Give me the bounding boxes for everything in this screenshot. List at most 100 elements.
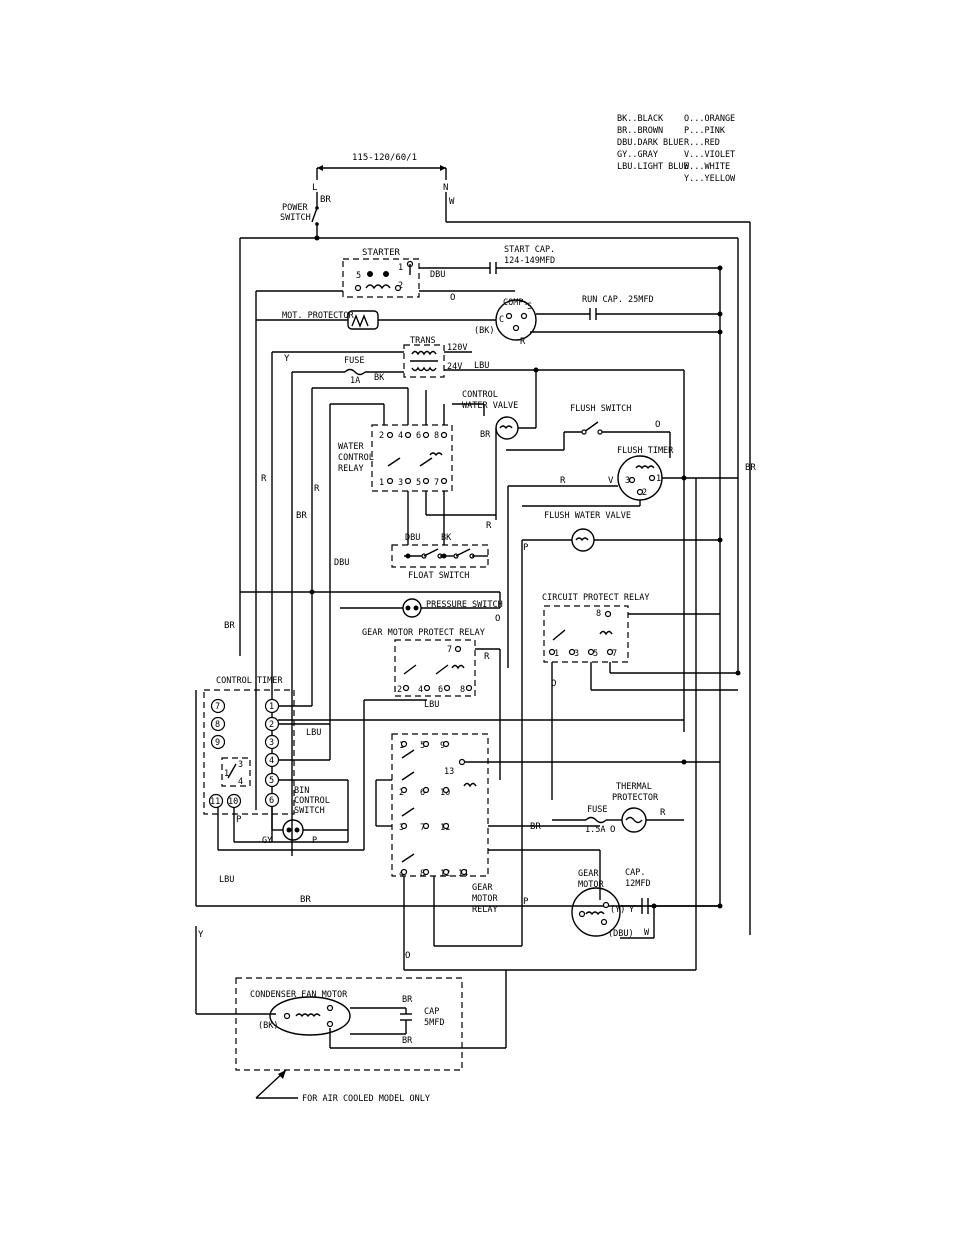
fan-cap-label-2: 5MFD <box>424 1018 444 1028</box>
gmr-t13: 13 <box>444 767 454 777</box>
dbu-start: DBU <box>430 270 445 280</box>
v-flush: V <box>608 476 614 486</box>
gmpr-t8: 8 <box>460 685 465 695</box>
control-water-valve: CONTROL WATER VALVE BR <box>452 370 537 520</box>
trans-label: TRANS <box>410 336 436 346</box>
wcr-label-2: CONTROL <box>338 453 374 463</box>
gmr-t8: 8 <box>420 869 425 879</box>
r-thermal: R <box>660 808 666 818</box>
br-gmr: BR <box>530 822 541 832</box>
ct-t2: 2 <box>269 720 274 730</box>
ct-t5: 5 <box>269 776 274 786</box>
gmpr-t7: 7 <box>447 645 452 655</box>
o-fuse2: O <box>610 825 615 835</box>
gmr-t1: 1 <box>399 741 404 751</box>
line-label: L <box>312 183 317 193</box>
gy-bin: GY <box>262 836 272 846</box>
bk-fuse: BK <box>374 373 385 383</box>
br-bottom: BR <box>300 895 311 905</box>
bin-label-1: BIN <box>294 786 309 796</box>
trans-120v: 120V <box>447 343 467 353</box>
ft-pin-1: 1 <box>656 474 661 484</box>
gear-cap-label-2: 12MFD <box>625 879 651 889</box>
gmr-t5: 5 <box>420 741 425 751</box>
ft-pin-3: 3 <box>625 476 630 486</box>
gmr-label-3: RELAY <box>472 905 498 915</box>
ct-t6: 6 <box>269 796 274 806</box>
ct-t1: 1 <box>269 702 274 712</box>
wcr-t6: 6 <box>416 431 421 441</box>
comp-bk: (BK) <box>474 326 494 336</box>
legend-left-1: BK..BLACK <box>617 114 664 124</box>
cwv-label-1: CONTROL <box>462 390 498 400</box>
cpr-t5: 5 <box>593 649 598 659</box>
p-bin: P <box>312 836 317 846</box>
ct-t3: 3 <box>269 738 274 748</box>
ct-t8: 8 <box>215 720 220 730</box>
pressure-switch: PRESSURE SWITCH O <box>340 592 503 624</box>
wcr-t2: 2 <box>379 431 384 441</box>
o-comp: O <box>450 293 455 303</box>
cpr-t7: 7 <box>612 649 617 659</box>
legend-left-5: LBU.LIGHT BLUE <box>617 162 689 172</box>
comp-pin-s: S <box>527 302 532 312</box>
line-wire-label: BR <box>320 195 331 205</box>
gear-motor: GEAR MOTOR (Y) (DBU) Y CAP. 12MFD W <box>571 478 723 970</box>
fuse2-label: FUSE <box>587 805 607 815</box>
r-flush: R <box>560 476 566 486</box>
fwv-label: FLUSH WATER VALVE <box>544 511 631 521</box>
o-flush: O <box>655 420 660 430</box>
r-left2: R <box>314 484 320 494</box>
ct-t4: 4 <box>269 756 274 766</box>
dbu-float: DBU <box>405 533 420 543</box>
ct-t10: 10 <box>228 797 238 807</box>
legend-left-4: GY..GRAY <box>617 150 658 160</box>
wcr-t3: 3 <box>398 478 403 488</box>
trans-24v: 24V <box>447 362 462 372</box>
legend-right-6: Y...YELLOW <box>684 174 736 184</box>
legend-left-2: BR..BROWN <box>617 126 663 136</box>
flush-circuit: FLUSH SWITCH O FLUSH TIMER 3 1 2 R V <box>506 404 738 668</box>
gear-motor-protect-relay: GEAR MOTOR PROTECT RELAY 7 2 4 6 8 R LBU <box>362 628 501 780</box>
power-switch-label-1: POWER <box>282 203 308 213</box>
starter-label: STARTER <box>362 248 401 258</box>
float-switch: FLOAT SWITCH DBU BK R <box>391 514 496 581</box>
gmr-t7: 7 <box>420 823 425 833</box>
comp-label: COMP. <box>503 298 529 308</box>
starter-pin-1: 1 <box>398 263 403 273</box>
run-cap-label: RUN CAP. 25MFD <box>582 295 654 305</box>
starter-pin-5: 5 <box>356 271 361 281</box>
gmr-label-2: MOTOR <box>472 894 498 904</box>
bin-label-2: CONTROL <box>294 796 330 806</box>
br-fan-bot: BR <box>402 1036 413 1046</box>
cpr-t1: 1 <box>554 649 559 659</box>
wcr-label-3: RELAY <box>338 464 364 474</box>
neutral-label: N <box>443 183 448 193</box>
wcr-label-1: WATER <box>338 442 364 452</box>
neutral-wire-label: W <box>449 197 455 207</box>
br-fan-top: BR <box>402 995 413 1005</box>
ct-sw1: 1 <box>224 769 229 779</box>
wcr-t7: 7 <box>434 478 439 488</box>
gmr-t3: 3 <box>399 823 404 833</box>
ct-sw3: 3 <box>238 760 243 770</box>
o-cpr: O <box>551 679 556 689</box>
start-cap-label-1: START CAP. <box>504 245 555 255</box>
gmr-t6: 6 <box>420 788 425 798</box>
p-timer: P <box>236 815 242 825</box>
gmr-t2: 2 <box>399 788 404 798</box>
wcr-t5: 5 <box>416 478 421 488</box>
left-wire-labels: R R BR DBU BR <box>224 387 500 760</box>
transformer: TRANS 120V 24V Y LBU FUSE 1A BK <box>271 336 685 856</box>
fuse2-rating: 1.5A <box>585 825 605 835</box>
air-cooled-note: FOR AIR COOLED MODEL ONLY <box>302 1094 430 1104</box>
gmr-t4: 4 <box>399 869 404 879</box>
ct-t7: 7 <box>215 702 220 712</box>
legend-right-2: P...PINK <box>684 126 726 136</box>
legend-right-4: V...VIOLET <box>684 150 735 160</box>
cwv-label-2: WATER VALVE <box>462 401 518 411</box>
lbu-bottom: LBU <box>219 875 234 885</box>
ct-t9: 9 <box>215 738 220 748</box>
power-switch-label-2: SWITCH <box>280 213 311 223</box>
wcr-t4: 4 <box>398 431 403 441</box>
